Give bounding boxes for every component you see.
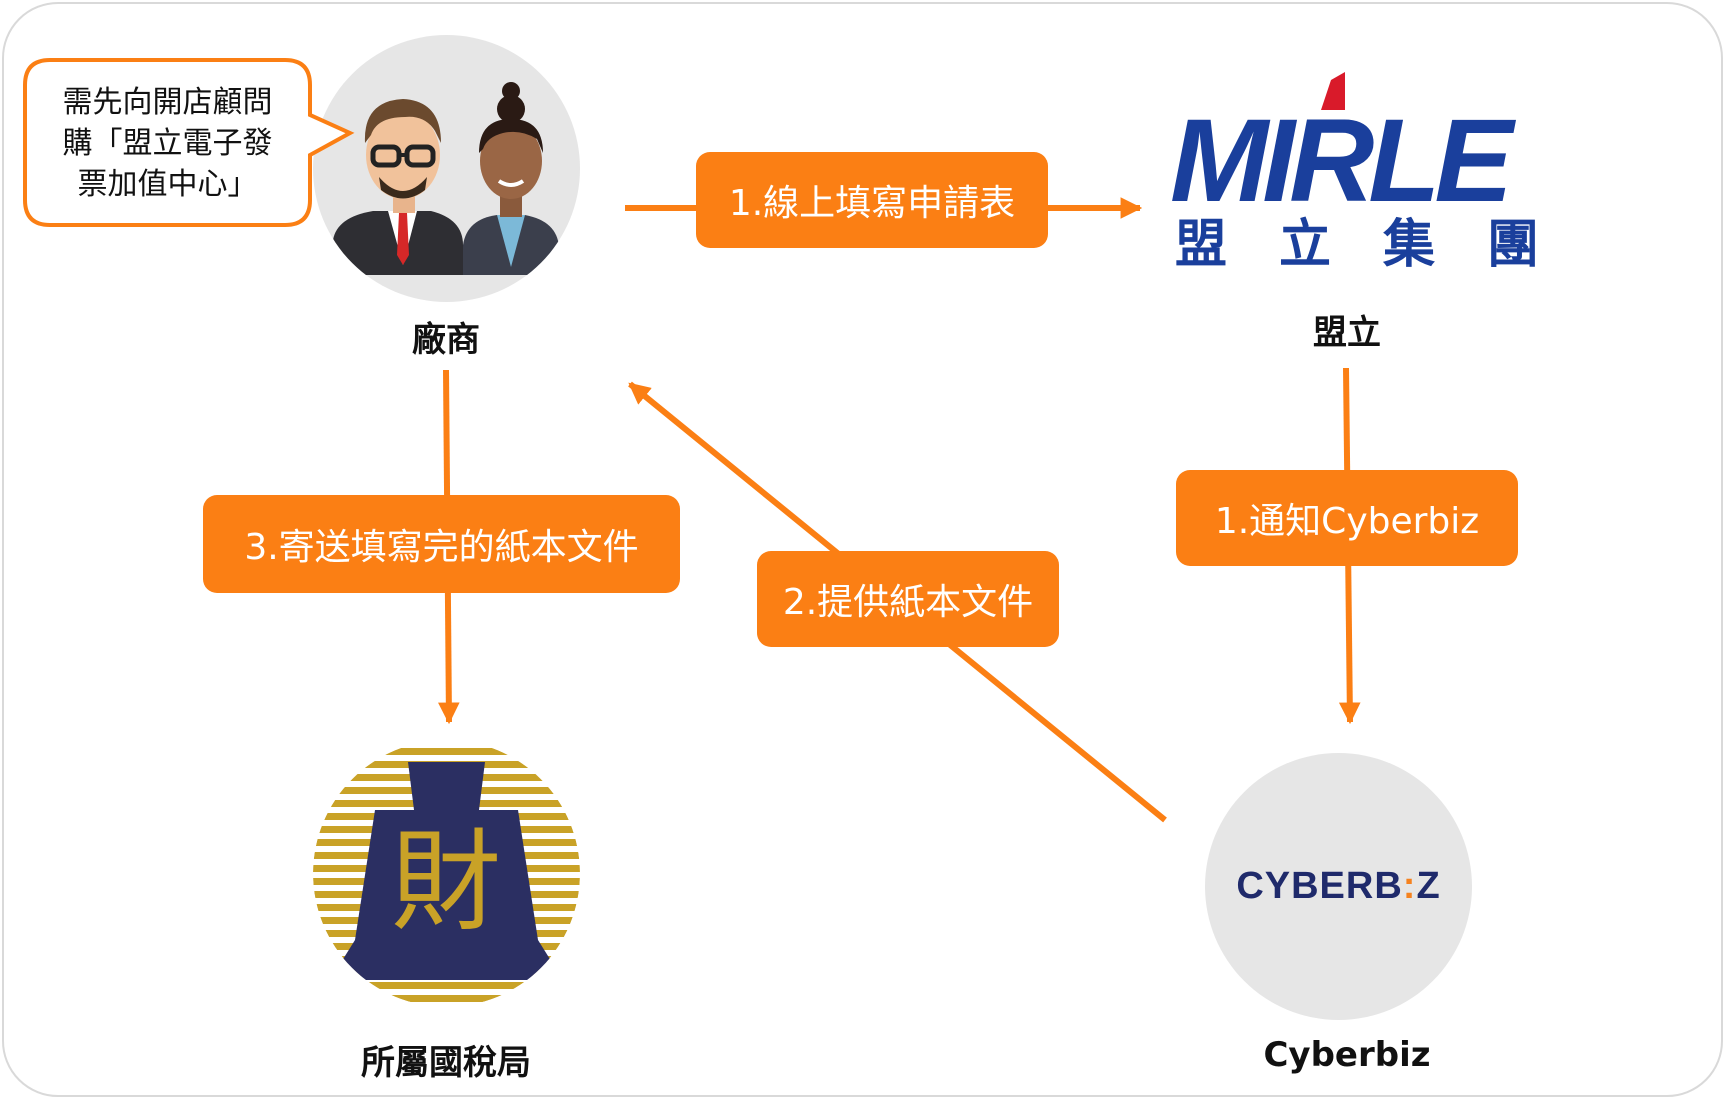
vendor-label: 廠商 — [412, 320, 480, 360]
mirle-logo-red-triangle — [1321, 72, 1345, 110]
tax-emblem-char: 財 — [391, 818, 501, 946]
mirle-logo — [1321, 72, 1345, 110]
cyberbiz-logo-part: Z — [1416, 865, 1441, 907]
step-mail-pill: 3.寄送填寫完的紙本文件 — [203, 495, 680, 593]
mirle-logo-subtitle: 盟 立 集 團 — [1175, 216, 1540, 274]
cyberbiz-logo-part: CYBERB — [1236, 865, 1403, 907]
step-notify-pill: 1.通知Cyberbiz — [1176, 470, 1518, 566]
cyberbiz-logo-colon: : — [1402, 865, 1417, 907]
speech-bubble-text: 需先向開店顧問 購「盟立電子發 票加值中心」 — [62, 85, 273, 202]
tax-label: 所屬國稅局 — [361, 1043, 531, 1083]
mirle-logo-word: MIRLE — [1170, 95, 1513, 227]
tax-emblem-circle: 財 — [313, 740, 580, 1007]
vendor-avatar-circle — [313, 35, 580, 302]
tax-emblem-stripe — [313, 748, 580, 755]
tax-emblem-icon: 財 — [313, 748, 580, 1002]
cyberbiz-logo-word: CYBERB:Z — [1205, 865, 1472, 908]
cyberbiz-label: Cyberbiz — [1263, 1035, 1431, 1075]
cyberbiz-logo-circle: CYBERB:Z — [1205, 753, 1472, 1020]
step-provide-pill: 2.提供紙本文件 — [757, 551, 1059, 647]
mirle-label: 盟立 — [1313, 313, 1381, 353]
speech-bubble-shape — [23, 58, 355, 227]
tax-emblem-stripe — [313, 982, 580, 989]
vendor-people-icon — [333, 82, 559, 275]
tax-emblem-stripe — [313, 995, 580, 1002]
step-apply-pill: 1.線上填寫申請表 — [696, 152, 1048, 248]
